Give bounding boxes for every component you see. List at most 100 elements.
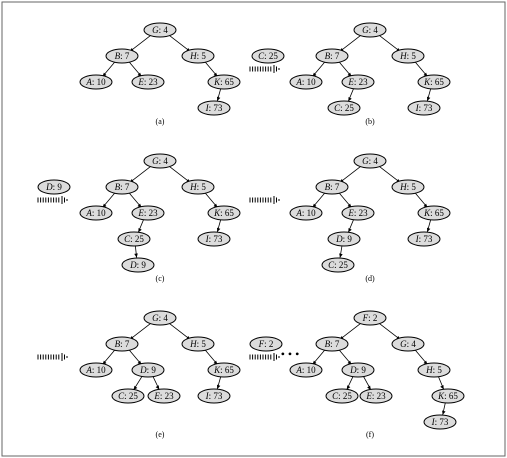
node-b-G-label: G: 4 <box>362 25 378 35</box>
incoming-node-c-separator: : <box>53 182 58 192</box>
node-a-B-label: B: 7 <box>115 51 130 61</box>
node-d-D-key: D <box>335 234 343 244</box>
edge-arrowhead <box>348 97 352 102</box>
node-d-B-separator: : <box>330 182 335 192</box>
node-c-I-separator: : <box>209 234 214 244</box>
node-a-E-value: 23 <box>149 77 159 87</box>
node-c-B-value: 7 <box>125 182 130 192</box>
node-d-B-ellipse <box>315 179 349 195</box>
node-c-C: C: 25 <box>117 231 151 247</box>
node-f-D: D: 9 <box>341 362 375 378</box>
panel-label-d: (d) <box>365 274 375 283</box>
arrow-e <box>37 353 68 361</box>
node-c-B-separator: : <box>120 182 125 192</box>
node-b-I-ellipse <box>407 100 441 116</box>
node-a-K-ellipse <box>207 74 241 90</box>
node-a-E-separator: : <box>144 77 149 87</box>
node-e-A-separator: : <box>92 365 97 375</box>
node-f-C-key: C <box>332 391 339 401</box>
node-a-G-key: G <box>152 25 159 35</box>
node-d-H-ellipse <box>391 179 425 195</box>
node-d-K-value: 65 <box>435 208 445 218</box>
node-e-H-label: H: 5 <box>189 339 206 349</box>
node-d-B-key: B <box>325 182 331 192</box>
node-f-A: A: 10 <box>289 362 323 378</box>
node-d-B-value: 7 <box>335 182 340 192</box>
node-e-K-separator: : <box>220 365 225 375</box>
node-c-I-key: I <box>205 234 210 244</box>
node-d-E-label: E: 23 <box>347 208 368 218</box>
node-c-I-label: I: 73 <box>205 234 223 244</box>
node-b-K: K: 65 <box>417 74 451 90</box>
node-a-G-ellipse <box>143 22 177 38</box>
node-f-A-label: A: 10 <box>295 365 316 375</box>
node-e-B-separator: : <box>120 339 125 349</box>
node-a-G-label: G: 4 <box>152 25 168 35</box>
node-b-A-key: A <box>295 77 302 87</box>
node-a-I-key: I <box>205 103 210 113</box>
node-b-A-value: 10 <box>307 77 317 87</box>
node-f-K-ellipse <box>431 388 465 404</box>
node-f-K-label: K: 65 <box>437 391 458 401</box>
node-e-H-value: 5 <box>201 339 206 349</box>
node-a-A-separator: : <box>92 77 97 87</box>
node-a-H-label: H: 5 <box>189 51 206 61</box>
node-e-B: B: 7 <box>105 336 139 352</box>
node-a-A-value: 10 <box>97 77 107 87</box>
edge-G-B <box>129 164 153 184</box>
arrow-b <box>249 65 280 73</box>
node-d-A-ellipse <box>289 205 323 221</box>
node-c-D: D: 9 <box>121 257 155 273</box>
node-e-A-key: A <box>85 365 92 375</box>
edge-G-B <box>129 321 153 341</box>
panel-label-b: (b) <box>365 117 375 126</box>
node-f-E-ellipse <box>359 388 393 404</box>
node-c-K-value: 65 <box>225 208 235 218</box>
node-f-H-ellipse <box>417 362 451 378</box>
node-a-G-separator: : <box>159 25 164 35</box>
node-d-C-separator: : <box>334 260 339 270</box>
edge-F-B <box>339 321 363 341</box>
node-b-H-label: H: 5 <box>399 51 416 61</box>
node-b-H: H: 5 <box>391 48 425 64</box>
incoming-node-b-separator: : <box>264 51 269 61</box>
node-d-I-key: I <box>415 234 420 244</box>
node-f-I-separator: : <box>435 417 440 427</box>
edge-arrowhead <box>346 385 351 390</box>
node-c-C-key: C <box>124 234 131 244</box>
node-b-I-key: I <box>415 103 420 113</box>
node-f-K-value: 65 <box>449 391 459 401</box>
node-e-C-key: C <box>118 391 125 401</box>
node-e-H: H: 5 <box>181 336 215 352</box>
node-f-F-ellipse <box>353 310 387 326</box>
node-e-H-ellipse <box>181 336 215 352</box>
node-e-G-ellipse <box>143 310 177 326</box>
node-f-B-separator: : <box>330 339 335 349</box>
node-d-E-value: 23 <box>359 208 369 218</box>
node-f-E-label: E: 23 <box>365 391 386 401</box>
node-a-B-value: 7 <box>125 51 130 61</box>
node-e-K: K: 65 <box>207 362 241 378</box>
node-d-G: G: 4 <box>353 153 387 169</box>
node-f-K-separator: : <box>444 391 449 401</box>
node-a-B-key: B <box>115 51 121 61</box>
node-d-I-ellipse <box>407 231 441 247</box>
node-a-G: G: 4 <box>143 22 177 38</box>
node-f-E: E: 23 <box>359 388 393 404</box>
node-c-D-key: D <box>129 260 137 270</box>
node-d-I-label: I: 73 <box>415 234 433 244</box>
edge-G-B <box>339 164 363 184</box>
node-e-G-value: 4 <box>163 313 168 323</box>
node-d-H: H: 5 <box>391 179 425 195</box>
node-b-E: E: 23 <box>341 74 375 90</box>
node-f-C-separator: : <box>338 391 343 401</box>
node-d-I: I: 73 <box>407 231 441 247</box>
incoming-node-f: F: 2 <box>249 336 283 352</box>
node-f-F-label: F: 2 <box>362 313 378 323</box>
node-b-A: A: 10 <box>289 74 323 90</box>
node-a-I-label: I: 73 <box>205 103 223 113</box>
node-c-E-key: E <box>137 208 144 218</box>
incoming-node-f-label: F: 2 <box>258 339 274 349</box>
ellipsis-f: • • • <box>281 347 300 361</box>
